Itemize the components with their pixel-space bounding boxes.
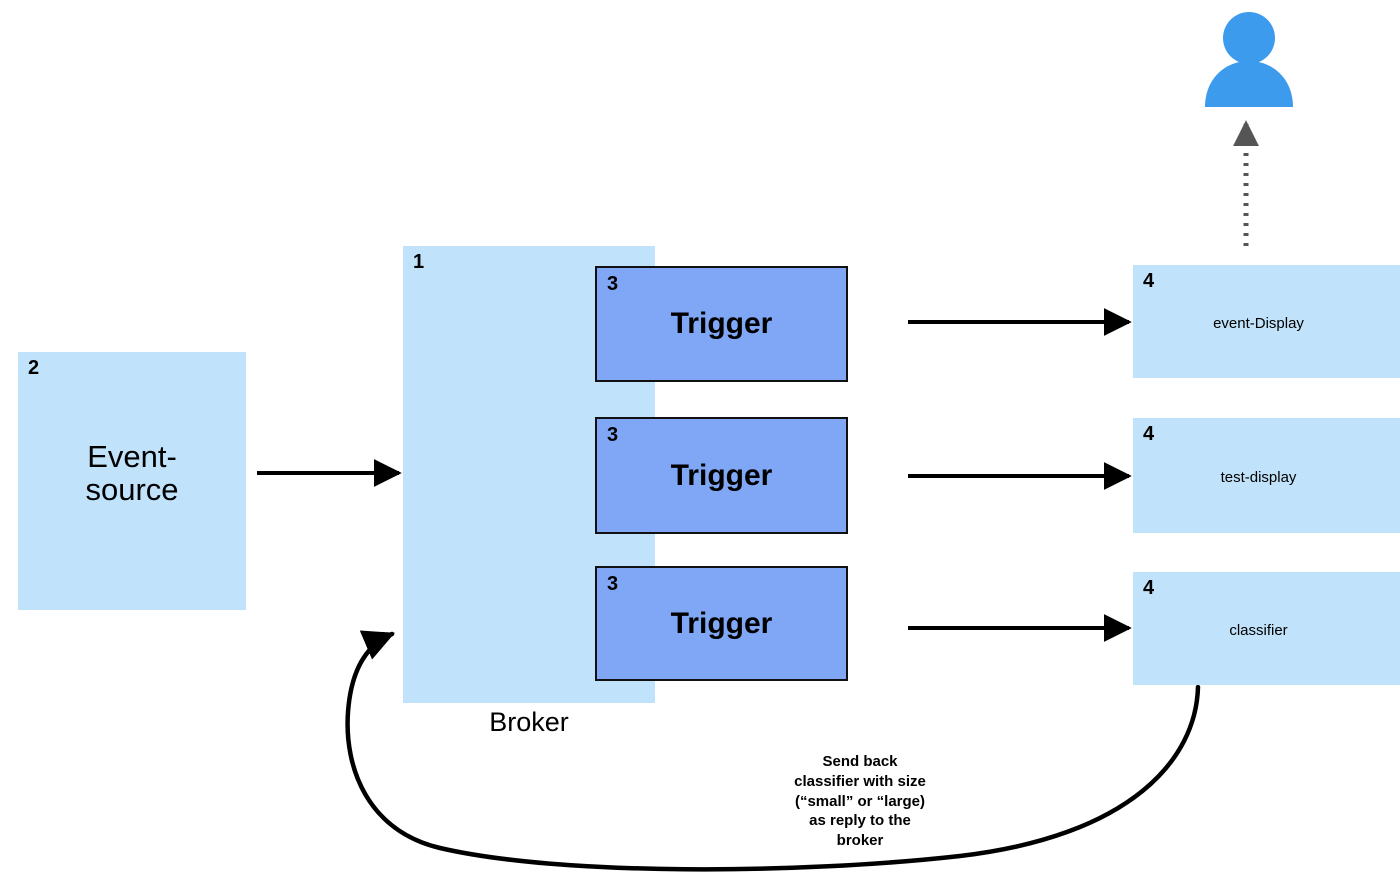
node-event-display[interactable]: 4 event-Display: [1133, 265, 1400, 378]
node-trigger-1-label: Trigger: [670, 307, 773, 340]
step-number-4: 4: [1143, 270, 1154, 292]
node-trigger-3[interactable]: 3 Trigger: [595, 566, 848, 681]
user-avatar: [1203, 9, 1295, 107]
step-number-3: 3: [607, 573, 618, 595]
node-event-source[interactable]: 2 Event- source: [18, 352, 246, 610]
node-event-source-label: Event- source: [85, 439, 179, 508]
node-event-display-label: event-Display: [1213, 315, 1304, 332]
edge-caption-classifier-back-to-broker: Send back classifier with size (“small” …: [794, 753, 926, 850]
node-classifier[interactable]: 4 classifier: [1133, 572, 1400, 685]
node-broker-label: Broker: [489, 707, 569, 737]
node-trigger-1[interactable]: 3 Trigger: [595, 266, 848, 382]
node-trigger-2-label: Trigger: [670, 459, 773, 492]
node-test-display-label: test-display: [1220, 469, 1297, 486]
step-number-2: 2: [28, 357, 39, 379]
person-icon: [1205, 12, 1293, 107]
step-number-4: 4: [1143, 577, 1154, 599]
step-number-3: 3: [607, 273, 618, 295]
node-test-display[interactable]: 4 test-display: [1133, 418, 1400, 533]
node-trigger-2[interactable]: 3 Trigger: [595, 417, 848, 534]
node-classifier-label: classifier: [1229, 622, 1288, 639]
step-number-3: 3: [607, 424, 618, 446]
step-number-4: 4: [1143, 423, 1154, 445]
step-number-1: 1: [413, 251, 424, 273]
node-trigger-3-label: Trigger: [670, 607, 773, 640]
